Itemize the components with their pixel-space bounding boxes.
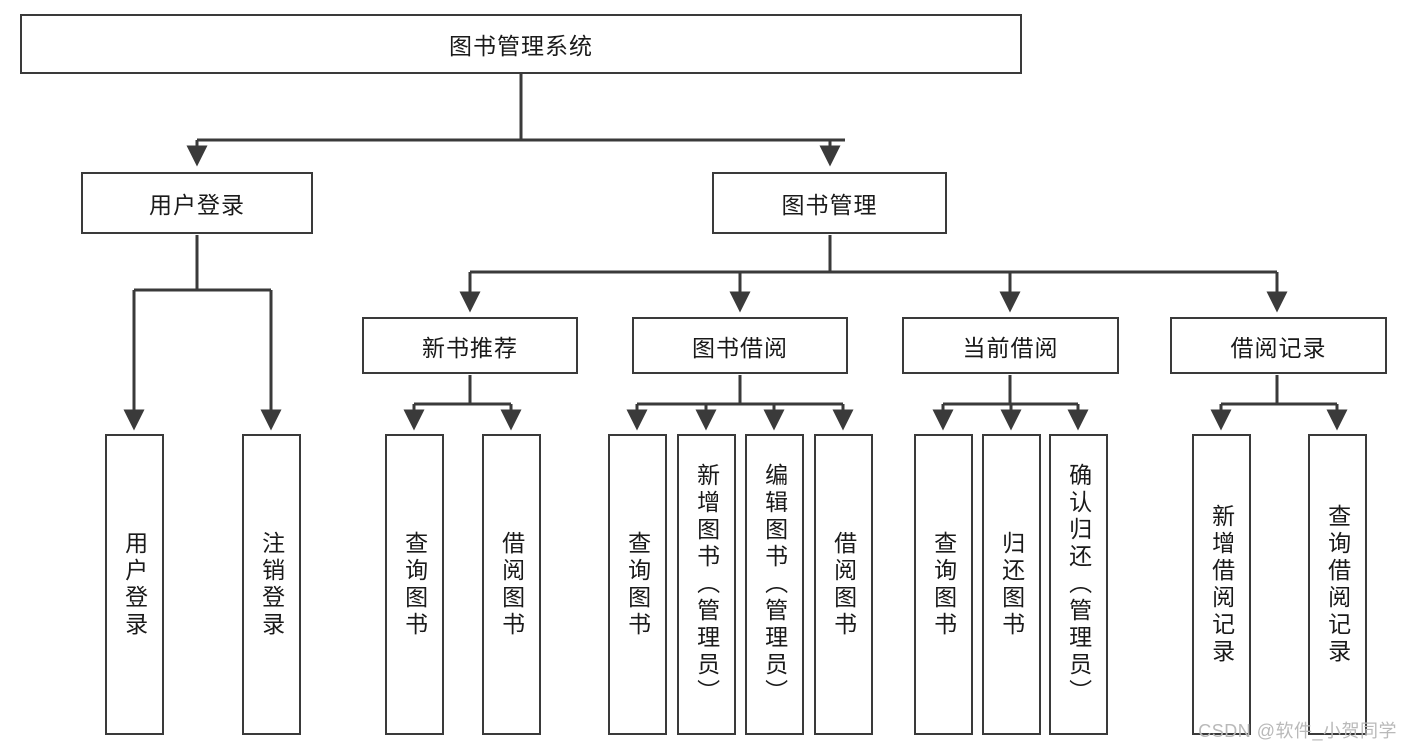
node-label: 查询借阅记录 bbox=[1324, 503, 1351, 666]
node-label: 查询图书 bbox=[930, 530, 957, 639]
node-new-book-recommend[interactable]: 新书推荐 bbox=[362, 317, 578, 374]
node-leaf-confirm-return[interactable]: 确认归还（管理员） bbox=[1049, 434, 1108, 735]
node-label: 编辑图书（管理员） bbox=[761, 463, 788, 706]
node-leaf-user-login[interactable]: 用户登录 bbox=[105, 434, 164, 735]
node-label: 新增图书（管理员） bbox=[693, 463, 720, 706]
node-leaf-query-book-1[interactable]: 查询图书 bbox=[385, 434, 444, 735]
node-leaf-add-book[interactable]: 新增图书（管理员） bbox=[677, 434, 736, 735]
node-leaf-query-book-2[interactable]: 查询图书 bbox=[608, 434, 667, 735]
node-leaf-borrow-book-1[interactable]: 借阅图书 bbox=[482, 434, 541, 735]
node-user-login[interactable]: 用户登录 bbox=[81, 172, 313, 234]
node-label: 借阅图书 bbox=[498, 530, 525, 639]
node-label: 借阅图书 bbox=[830, 530, 857, 639]
node-label: 用户登录 bbox=[121, 530, 148, 639]
node-book-manage[interactable]: 图书管理 bbox=[712, 172, 947, 234]
node-label: 归还图书 bbox=[998, 530, 1025, 639]
node-leaf-return-book[interactable]: 归还图书 bbox=[982, 434, 1041, 735]
node-current-borrow[interactable]: 当前借阅 bbox=[902, 317, 1119, 374]
node-label: 当前借阅 bbox=[962, 334, 1059, 361]
node-label: 注销登录 bbox=[258, 530, 285, 639]
node-root-system[interactable]: 图书管理系统 bbox=[20, 14, 1022, 74]
node-label: 确认归还（管理员） bbox=[1065, 463, 1092, 706]
node-leaf-edit-book[interactable]: 编辑图书（管理员） bbox=[745, 434, 804, 735]
node-label: 用户登录 bbox=[149, 192, 245, 218]
node-label: 新书推荐 bbox=[422, 334, 518, 361]
watermark-text: CSDN @软件_小贺同学 bbox=[1198, 721, 1397, 741]
node-leaf-add-record[interactable]: 新增借阅记录 bbox=[1192, 434, 1251, 735]
node-label: 新增借阅记录 bbox=[1208, 503, 1235, 666]
node-label: 图书借阅 bbox=[692, 334, 788, 361]
node-leaf-logout[interactable]: 注销登录 bbox=[242, 434, 301, 735]
node-label: 查询图书 bbox=[624, 530, 651, 639]
node-label: 借阅记录 bbox=[1230, 334, 1327, 361]
node-label: 图书管理 bbox=[781, 192, 878, 218]
node-leaf-query-book-3[interactable]: 查询图书 bbox=[914, 434, 973, 735]
node-label: 图书管理系统 bbox=[449, 33, 593, 59]
node-book-borrow[interactable]: 图书借阅 bbox=[632, 317, 848, 374]
node-leaf-borrow-book-2[interactable]: 借阅图书 bbox=[814, 434, 873, 735]
node-leaf-query-record[interactable]: 查询借阅记录 bbox=[1308, 434, 1367, 735]
node-label: 查询图书 bbox=[401, 530, 428, 639]
node-borrow-record[interactable]: 借阅记录 bbox=[1170, 317, 1387, 374]
